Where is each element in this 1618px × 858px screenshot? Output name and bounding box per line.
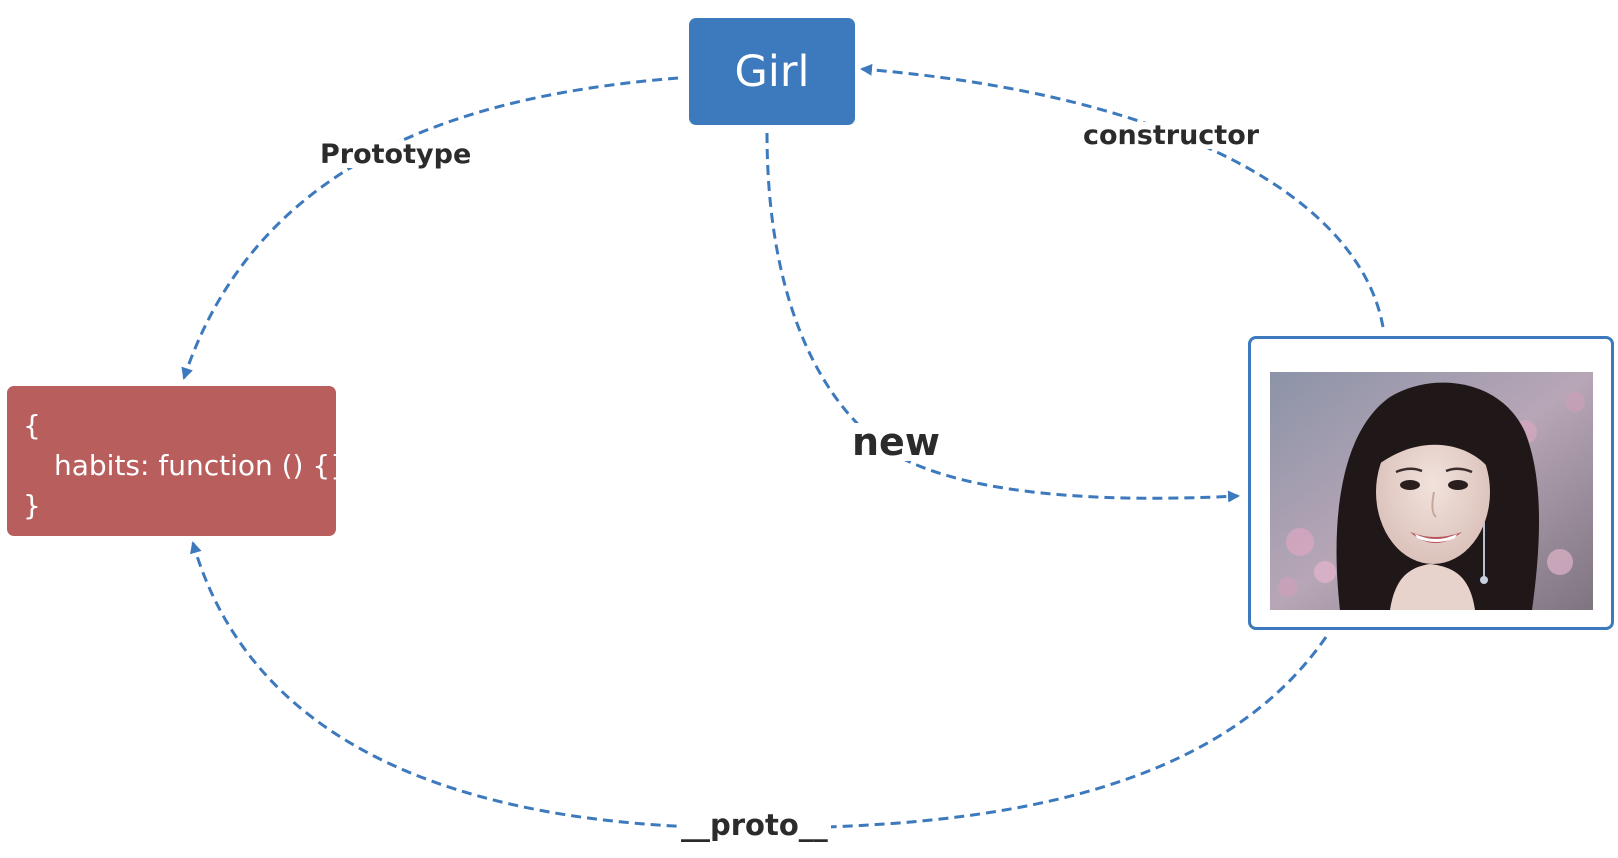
portrait-photo — [1270, 372, 1593, 610]
edge-new — [765, 132, 1240, 503]
constructor-node-title: Girl — [734, 46, 810, 97]
edge-constructor — [860, 63, 1385, 328]
constructor-node-girl: Girl — [689, 18, 855, 125]
edge-label-new: new — [849, 423, 943, 461]
edge-prototype — [181, 76, 679, 380]
code-line-close-brace: } — [23, 489, 41, 522]
edge-label-constructor: constructor — [1081, 120, 1262, 151]
code-line-open-brace: { — [23, 409, 41, 442]
edge-proto — [190, 541, 1328, 830]
prototype-object-node: { habits: function () {} } — [7, 386, 349, 536]
edge-label-prototype: Prototype — [318, 139, 474, 170]
instance-node — [1248, 336, 1614, 630]
code-line-habits: habits: function () {} — [54, 449, 349, 482]
edge-label-proto: __proto__ — [678, 811, 831, 840]
